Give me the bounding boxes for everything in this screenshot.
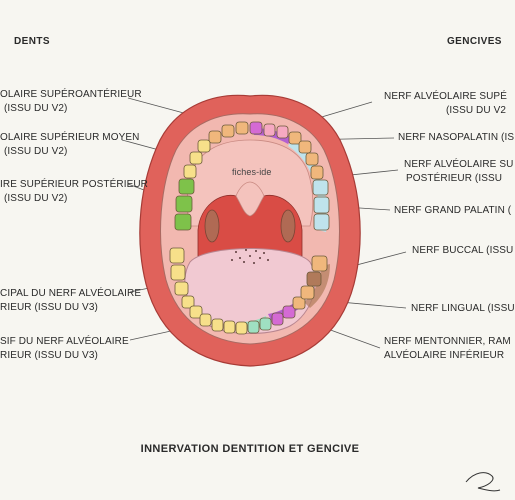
left-label-2: OLAIRE SUPÉRIEUR MOYEN (ISSU DU V2) bbox=[0, 131, 139, 159]
left-label-2-line2: (ISSU DU V2) bbox=[4, 146, 68, 157]
tooth-upper-5 bbox=[208, 130, 222, 144]
right-label-5-line1: NERF BUCCAL (ISSU bbox=[412, 245, 514, 256]
tonsil-right bbox=[280, 209, 296, 243]
tooth-lower-6 bbox=[199, 313, 212, 327]
tooth-lower-8 bbox=[223, 320, 236, 334]
tongue-dots bbox=[231, 249, 269, 264]
left-label-1-line2: (ISSU DU V2) bbox=[4, 103, 68, 114]
tooth-lower-2 bbox=[170, 264, 186, 281]
right-label-2: NERF NASOPALATIN (IS bbox=[398, 131, 514, 145]
tooth-upper-17 bbox=[312, 179, 329, 196]
left-label-4-line2: RIEUR (ISSU DU V3) bbox=[0, 302, 98, 313]
tooth-lower-15 bbox=[300, 285, 315, 300]
right-label-6: NERF LINGUAL (ISSU bbox=[411, 302, 515, 316]
tooth-upper-19 bbox=[313, 213, 330, 231]
tooth-upper-14 bbox=[298, 140, 312, 154]
tooth-upper-3 bbox=[263, 123, 276, 137]
tooth-upper-10 bbox=[175, 195, 193, 213]
watermark-text: fiches-ide bbox=[232, 167, 272, 177]
right-label-2-line1: NERF NASOPALATIN (IS bbox=[398, 132, 515, 143]
left-label-4-line1: CIPAL DU NERF ALVÉOLAIRE bbox=[0, 288, 142, 299]
lower-teeth bbox=[169, 247, 328, 335]
tooth-upper-16 bbox=[310, 165, 324, 180]
right-label-1: NERF ALVÉOLAIRE SUPÉ (ISSU DU V2 bbox=[384, 90, 507, 118]
tooth-lower-13 bbox=[282, 305, 296, 319]
left-label-3-line1: IRE SUPÉRIEUR POSTÉRIEUR bbox=[0, 179, 148, 190]
tooth-lower-14 bbox=[292, 296, 306, 310]
upper-teeth bbox=[174, 121, 330, 231]
left-label-5: SIF DU NERF ALVÉOLAIRE RIEUR (ISSU DU V3… bbox=[0, 335, 129, 363]
signature-scribble bbox=[465, 472, 501, 492]
tooth-upper-12 bbox=[276, 125, 289, 139]
header-dents: DENTS bbox=[14, 36, 50, 47]
left-label-3-line2: (ISSU DU V2) bbox=[4, 193, 68, 204]
right-label-3: NERF ALVÉOLAIRE SU POSTÉRIEUR (ISSU bbox=[404, 158, 513, 186]
left-label-5-line1: SIF DU NERF ALVÉOLAIRE bbox=[0, 336, 129, 347]
tooth-lower-4 bbox=[181, 295, 195, 309]
tooth-lower-1 bbox=[169, 247, 185, 264]
right-label-4-line1: NERF GRAND PALATIN ( bbox=[394, 205, 512, 216]
tooth-lower-11 bbox=[259, 317, 272, 331]
right-label-7-line2: ALVÉOLAIRE INFÉRIEUR bbox=[384, 350, 505, 361]
tooth-upper-6 bbox=[197, 139, 211, 153]
right-label-3-line2: POSTÉRIEUR (ISSU bbox=[406, 173, 503, 184]
left-label-1: OLAIRE SUPÉROANTÉRIEUR (ISSU DU V2) bbox=[0, 88, 142, 116]
right-label-4: NERF GRAND PALATIN ( bbox=[394, 204, 511, 218]
tooth-upper-8 bbox=[183, 164, 197, 179]
tooth-upper-9 bbox=[178, 178, 195, 195]
tooth-upper-1 bbox=[235, 121, 249, 135]
tooth-upper-2 bbox=[249, 121, 263, 135]
header-gencives: GENCIVES bbox=[447, 36, 502, 47]
uvula bbox=[235, 181, 265, 217]
left-label-2-line1: OLAIRE SUPÉRIEUR MOYEN bbox=[0, 132, 140, 143]
tooth-lower-17 bbox=[311, 255, 328, 272]
left-label-4: CIPAL DU NERF ALVÉOLAIRE RIEUR (ISSU DU … bbox=[0, 287, 141, 315]
left-label-3: IRE SUPÉRIEUR POSTÉRIEUR (ISSU DU V2) bbox=[0, 178, 148, 206]
right-label-3-line1: NERF ALVÉOLAIRE SU bbox=[404, 159, 514, 170]
tooth-upper-7 bbox=[189, 151, 203, 165]
tooth-lower-12 bbox=[271, 312, 284, 326]
tooth-upper-4 bbox=[221, 124, 235, 138]
right-label-1-line2: (ISSU DU V2 bbox=[446, 105, 507, 116]
tooth-upper-13 bbox=[288, 131, 302, 145]
tooth-upper-11 bbox=[174, 213, 192, 231]
right-label-6-line1: NERF LINGUAL (ISSU bbox=[411, 303, 515, 314]
right-label-1-line1: NERF ALVÉOLAIRE SUPÉ bbox=[384, 91, 507, 102]
right-label-7-line1: NERF MENTONNIER, RAM bbox=[384, 336, 511, 347]
tooth-lower-3 bbox=[174, 281, 189, 296]
tooth-lower-10 bbox=[247, 320, 260, 334]
tooth-lower-16 bbox=[306, 271, 322, 287]
diagram-stage: fiches-ide DENTS GENCIVES OLAIRE SUPÉROA… bbox=[0, 36, 515, 492]
tooth-lower-5 bbox=[189, 305, 203, 319]
tooth-lower-9 bbox=[235, 321, 248, 335]
tooth-upper-15 bbox=[305, 152, 319, 166]
right-label-7: NERF MENTONNIER, RAM ALVÉOLAIRE INFÉRIEU… bbox=[384, 335, 511, 363]
tooth-upper-18 bbox=[313, 196, 330, 214]
right-label-5: NERF BUCCAL (ISSU bbox=[412, 244, 513, 258]
mouth-illustration bbox=[121, 94, 501, 492]
tooth-lower-7 bbox=[211, 318, 224, 332]
page-title: INNERVATION DENTITION ET GENCIVE bbox=[140, 443, 360, 455]
left-label-1-line1: OLAIRE SUPÉROANTÉRIEUR bbox=[0, 89, 142, 100]
tonsil-left bbox=[204, 209, 220, 243]
left-label-5-line2: RIEUR (ISSU DU V3) bbox=[0, 350, 98, 361]
